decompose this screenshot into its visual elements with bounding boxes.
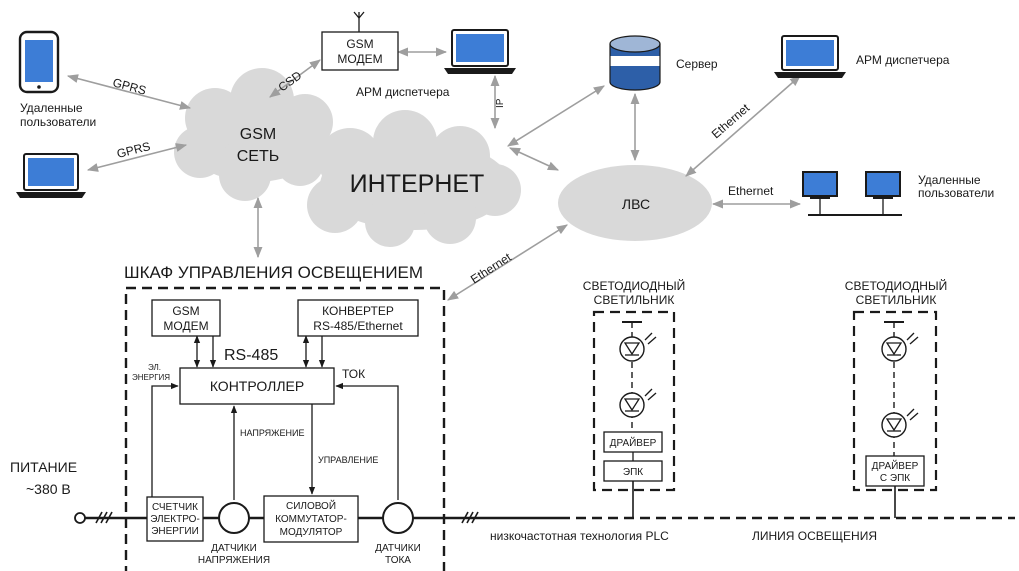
power-supply-label-1: ПИТАНИЕ: [10, 459, 77, 475]
laptop-icon: [16, 153, 86, 198]
power-terminal: [74, 512, 86, 524]
epk-label: ЭПК: [623, 467, 643, 478]
energy-line: [151, 382, 179, 500]
driver-box: ДРАЙВЕР: [603, 431, 663, 453]
internet-lan-link: [508, 147, 560, 171]
converter-label-2: RS-485/Ethernet: [313, 319, 403, 333]
smartphone-icon: [18, 30, 60, 94]
current-sensor-icon: [382, 502, 414, 534]
server-icon: [609, 35, 661, 91]
epk-box: ЭПК: [603, 460, 663, 482]
monitor-icon: [802, 171, 838, 199]
remote-users-left-2: пользователи: [20, 115, 96, 129]
energy-label-1: ЭЛ.: [148, 363, 161, 372]
current-label: ТОК: [342, 367, 365, 381]
led-lamp-1-border: [592, 310, 676, 492]
driver-epk-label-1: ДРАЙВЕР: [872, 459, 919, 472]
ethernet-label-cabinet: Ethernet: [468, 250, 514, 287]
lan-users-group: [802, 171, 902, 216]
ethernet-label-right: Ethernet: [728, 184, 774, 198]
converter-label-1: КОНВЕРТЕР: [322, 304, 394, 318]
meter-label-2: ЭЛЕКТРО-: [150, 514, 200, 525]
server-label: Сервер: [676, 57, 718, 71]
meter-box: СЧЕТЧИК ЭЛЕКТРО- ЭНЕРГИИ: [146, 496, 204, 542]
energy-label-2: ЭНЕРГИЯ: [132, 373, 170, 382]
ethernet-arm-link: [685, 75, 801, 177]
ip-label: IP: [495, 98, 506, 108]
voltage-sensor-icon: [218, 502, 250, 534]
three-phase-mark: [95, 511, 113, 524]
plc-label: низкочастотная технология PLC: [490, 529, 669, 543]
remote-users-right-2: пользователи: [918, 186, 994, 200]
meter-label-3: ЭНЕРГИИ: [151, 526, 199, 537]
arm-top-right-label: АРМ диспетчера: [856, 53, 950, 67]
gprs-link-2: [86, 143, 188, 172]
current-sensors-label-1: ДАТЧИКИ: [375, 543, 421, 554]
csd-link: [269, 59, 321, 98]
antenna-icon: [353, 11, 365, 32]
arm-center-label: АРМ диспетчера: [356, 85, 450, 99]
led-lamp-2-label-1: СВЕТОДИОДНЫЙ: [845, 278, 947, 293]
lighting-line-label: ЛИНИЯ ОСВЕЩЕНИЯ: [752, 529, 877, 543]
controller-label: КОНТРОЛЛЕР: [210, 378, 304, 394]
led-diode-icon: [881, 408, 919, 438]
led-diode-icon: [881, 332, 919, 362]
remote-users-left-1: Удаленные: [20, 101, 83, 115]
remote-users-right-1: Удаленные: [918, 173, 981, 187]
gsm-modem-top-label-1: GSM: [346, 37, 373, 51]
gprs-label-1: GPRS: [111, 75, 147, 97]
monitor-icon: [865, 171, 901, 199]
gprs-link-1: [66, 74, 192, 110]
laptop-icon: [444, 29, 516, 74]
controller-box: КОНТРОЛЛЕР: [179, 367, 335, 405]
control-label: УПРАВЛЕНИЕ: [318, 455, 378, 465]
led-lamp-1-label-1: СВЕТОДИОДНЫЙ: [583, 278, 685, 293]
gsm-network-label-2: СЕТЬ: [237, 148, 280, 165]
led-diode-icon: [619, 332, 657, 362]
voltage-sensors-label-2: НАПРЯЖЕНИЯ: [198, 555, 270, 566]
lan-cloud: ЛВС: [558, 165, 712, 241]
current-sensors-label-2: ТОКА: [385, 555, 411, 566]
lan-label: ЛВС: [622, 196, 650, 212]
cabinet-title: ШКАФ УПРАВЛЕНИЯ ОСВЕЩЕНИЕМ: [124, 263, 423, 282]
led-lamp-2-border: [852, 310, 938, 492]
driver-epk-box: ДРАЙВЕР С ЭПК: [865, 455, 925, 487]
gsm-modem-top: GSM МОДЕМ: [321, 31, 399, 71]
power-switch-box: СИЛОВОЙ КОММУТАТОР- МОДУЛЯТОР: [263, 495, 359, 543]
network-connections: [66, 47, 802, 301]
led-lamp-1-label-2: СВЕТИЛЬНИК: [594, 293, 675, 307]
gsm-network-cloud: GSM СЕТЬ: [174, 68, 333, 201]
power-switch-label-2: КОММУТАТОР-: [275, 514, 347, 525]
voltage-sensors-label-1: ДАТЧИКИ: [211, 543, 257, 554]
gsm-network-label-1: GSM: [240, 126, 276, 143]
internet-label: ИНТЕРНЕТ: [350, 170, 485, 198]
three-phase-mark: [461, 511, 479, 524]
cabinet-ethernet-link: [447, 224, 568, 301]
driver-epk-label-2: С ЭПК: [880, 473, 910, 484]
cabinet-gsm-modem: GSM МОДЕМ: [151, 299, 221, 337]
laptop-icon: [774, 35, 846, 78]
ethernet-label-top: Ethernet: [709, 101, 753, 142]
meter-label-1: СЧЕТЧИК: [152, 502, 198, 513]
power-switch-label-3: МОДУЛЯТОР: [280, 527, 343, 538]
internet-cloud: ИНТЕРНЕТ: [307, 110, 521, 247]
voltage-label: НАПРЯЖЕНИЕ: [240, 428, 304, 438]
converter-box: КОНВЕРТЕР RS-485/Ethernet: [297, 299, 419, 337]
power-supply-label-2: ~380 В: [26, 481, 71, 497]
power-switch-label-1: СИЛОВОЙ: [286, 499, 336, 512]
current-line: [335, 382, 399, 500]
driver-label: ДРАЙВЕР: [610, 436, 657, 449]
cab-gsm-modem-label-2: МОДЕМ: [163, 319, 208, 333]
led-lamp-2-label-2: СВЕТИЛЬНИК: [856, 293, 937, 307]
server-internet-link: [507, 85, 605, 147]
gsm-modem-top-label-2: МОДЕМ: [337, 52, 382, 66]
led-diode-icon: [619, 388, 657, 418]
cab-gsm-modem-label-1: GSM: [172, 304, 199, 318]
rs485-label: RS-485: [224, 347, 278, 364]
